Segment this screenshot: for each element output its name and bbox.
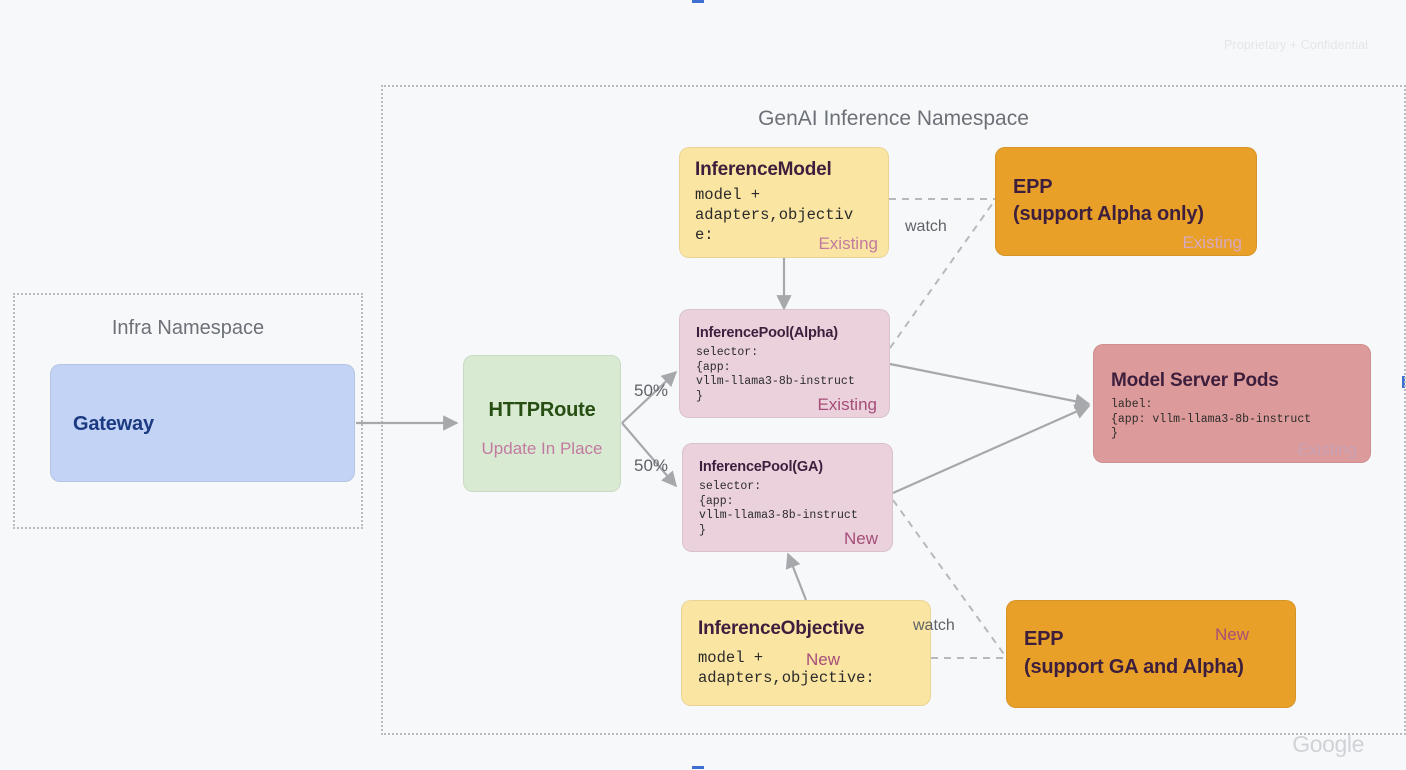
node-epp-alpha-tag: Existing (1182, 233, 1242, 252)
node-inferenceobjective[interactable]: InferenceObjective model + adapters,obje… (681, 600, 931, 706)
node-httproute[interactable]: HTTPRoute Update In Place (463, 355, 621, 492)
edge-label-watch-top: watch (905, 218, 947, 235)
node-model-server-pods[interactable]: Model Server Pods label: {app: vllm-llam… (1093, 344, 1371, 463)
node-epp-ga-tag: New (1215, 625, 1250, 644)
node-inferencepool-alpha-title: InferencePool(Alpha) (696, 325, 838, 341)
node-inferencepool-ga[interactable]: InferencePool(GA) selector: {app: vllm-l… (682, 443, 893, 552)
node-inferenceobjective-body: model + adapters,objective: (698, 649, 875, 687)
page-top-tick (692, 0, 704, 3)
node-inferencemodel-body: model + adapters,objectiv e: (695, 186, 854, 244)
node-model-server-pods-title: Model Server Pods (1111, 370, 1279, 391)
edge-label-split-top: 50% (634, 381, 669, 400)
node-inferenceobjective-title: InferenceObjective (698, 618, 865, 639)
edge-label-split-bottom: 50% (634, 456, 669, 475)
infra-namespace-title: Infra Namespace (111, 317, 265, 339)
node-inferencepool-alpha-tag: Existing (817, 395, 877, 414)
node-httproute-tag: Update In Place (481, 439, 603, 458)
node-epp-ga-title-line1: EPP (1024, 628, 1064, 650)
node-inferencepool-ga-body: selector: {app: vllm-llama3-8b-instruct … (699, 480, 858, 538)
edge-label-watch-bottom: watch (913, 617, 955, 634)
genai-namespace-title: GenAI Inference Namespace (758, 107, 1029, 130)
node-inferencepool-alpha[interactable]: InferencePool(Alpha) selector: {app: vll… (679, 309, 890, 418)
page-bottom-tick (692, 766, 704, 769)
node-inferencemodel-tag: Existing (818, 234, 878, 253)
node-inferencepool-alpha-body: selector: {app: vllm-llama3-8b-instruct … (696, 346, 855, 404)
node-inferencemodel-title: InferenceModel (695, 159, 832, 180)
node-epp-alpha[interactable]: EPP (support Alpha only) Existing (995, 147, 1257, 256)
node-gateway[interactable]: Gateway (50, 364, 355, 482)
node-inferencemodel[interactable]: InferenceModel model + adapters,objectiv… (679, 147, 889, 258)
node-epp-ga-title-line2: (support GA and Alpha) (1024, 656, 1244, 678)
node-epp-alpha-title-line2: (support Alpha only) (1013, 203, 1204, 225)
confidential-note: Proprietary + Confidential (1224, 38, 1368, 52)
node-inferencepool-ga-tag: New (843, 529, 878, 548)
node-epp-alpha-title-line1: EPP (1013, 176, 1053, 198)
infra-namespace-container: Infra Namespace (13, 293, 363, 529)
node-httproute-title: HTTPRoute (488, 399, 596, 421)
node-epp-ga[interactable]: EPP (support GA and Alpha) New (1006, 600, 1296, 708)
google-logo: Google (1292, 731, 1364, 757)
node-inferencepool-ga-title: InferencePool(GA) (699, 459, 823, 475)
node-model-server-pods-body: label: {app: vllm-llama3-8b-instruct } (1111, 398, 1312, 441)
node-inferenceobjective-tag: New (806, 650, 841, 669)
page-right-tick (1402, 376, 1405, 388)
node-gateway-title: Gateway (73, 413, 154, 435)
node-model-server-pods-tag: Existing (1297, 440, 1357, 459)
genai-namespace-container: GenAI Inference Namespace (381, 85, 1406, 735)
